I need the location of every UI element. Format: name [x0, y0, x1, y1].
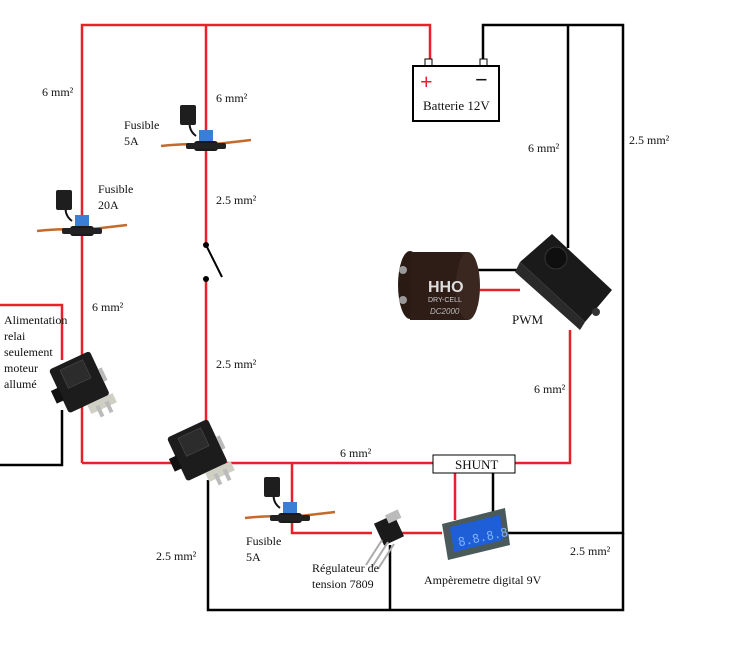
pwm-label: PWM [512, 312, 544, 327]
wire-label-pwm-pos: 6 mm² [534, 382, 566, 396]
ammeter-label: Ampèremetre digital 9V [424, 573, 542, 587]
switch[interactable] [203, 242, 223, 282]
svg-text:Alimentation: Alimentation [4, 313, 67, 327]
shunt-label: SHUNT [455, 457, 498, 472]
fuse-top-label-2: 5A [124, 134, 139, 148]
wire-label-left-top: 6 mm² [42, 85, 74, 99]
battery-plus-sign: + [420, 69, 433, 94]
wire-label-pwm-neg: 6 mm² [528, 141, 560, 155]
voltage-regulator-7809 [365, 509, 405, 570]
wire-label-ground-left: 2.5 mm² [156, 549, 197, 563]
battery-12v: + − Batterie 12V [412, 58, 500, 122]
fuse-left-label-1: Fusible [98, 182, 133, 196]
battery-label: Batterie 12V [423, 98, 490, 113]
fuse-bottom-label-1: Fusible [246, 534, 281, 548]
negative-wires [0, 23, 625, 612]
svg-text:seulement: seulement [4, 345, 53, 359]
positive-wires [0, 23, 572, 535]
fuse-top-label-1: Fusible [124, 118, 159, 132]
hho-brand: HHO [428, 279, 464, 296]
pwm-controller [515, 234, 612, 330]
fuse-left-label-2: 20A [98, 198, 119, 212]
wire-label-switch: 2.5 mm² [216, 193, 257, 207]
wire-label-switch-low: 2.5 mm² [216, 357, 257, 371]
regulator-label-1: Régulateur de [312, 561, 379, 575]
relay-supply-label: Alimentation relai seulement moteur allu… [4, 313, 67, 391]
wire-label-mid-top: 6 mm² [216, 91, 248, 105]
fuse-bottom-label-2: 5A [246, 550, 261, 564]
relay-2 [159, 416, 240, 501]
fuse-5a-bottom [243, 475, 337, 525]
svg-text:allumé: allumé [4, 377, 37, 391]
svg-text:moteur: moteur [4, 361, 38, 375]
wire-label-bottom: 6 mm² [340, 446, 372, 460]
regulator-label-2: tension 7809 [312, 577, 374, 591]
hho-dry-cell: HHO DRY-CELL DC2000 [398, 251, 480, 320]
wire-label-right: 2.5 mm² [629, 133, 670, 147]
svg-text:relai: relai [4, 329, 26, 343]
wire-label-left-mid: 6 mm² [92, 300, 124, 314]
hho-sub: DRY-CELL [428, 297, 462, 304]
shunt: SHUNT [432, 454, 516, 474]
digital-ammeter: 8.8.8.8 [442, 508, 510, 560]
wire-label-ground-right: 2.5 mm² [570, 544, 611, 558]
hho-model: DC2000 [430, 307, 460, 316]
battery-minus-sign: − [475, 67, 488, 92]
